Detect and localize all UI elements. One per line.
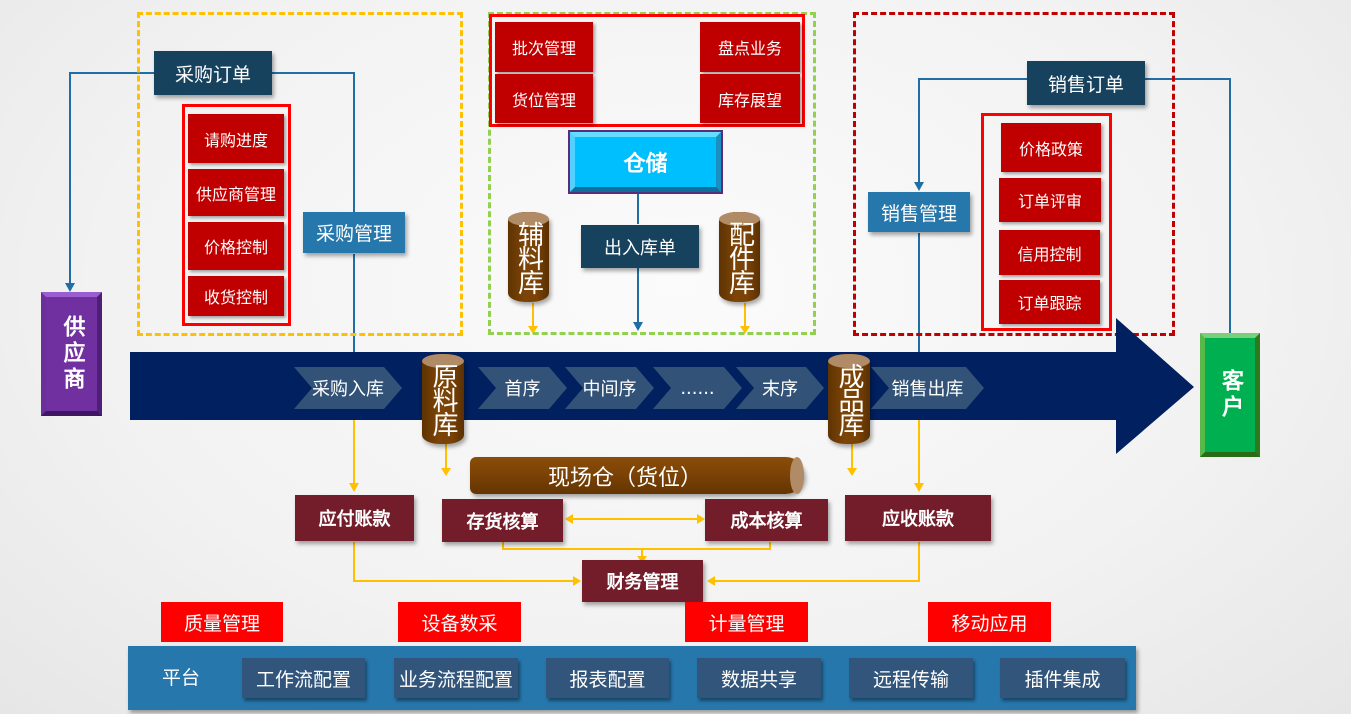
storage-item-inventory-outlook[interactable]: 库存展望 [700, 74, 800, 123]
platform-label: 平台 [162, 667, 201, 689]
equipment-data-button[interactable]: 设备数采 [398, 602, 521, 642]
purchase-item-requisition[interactable]: 请购进度 [188, 114, 284, 163]
aux-warehouse-label: 辅料库 [513, 221, 544, 293]
sales-item-order-review[interactable]: 订单评审 [999, 178, 1101, 222]
storage-item-batch-mgmt[interactable]: 批次管理 [495, 22, 593, 72]
sales-order-box[interactable]: 销售订单 [1027, 61, 1145, 105]
parts-warehouse-label: 配件库 [724, 221, 755, 293]
purchase-item-receiving-control[interactable]: 收货控制 [188, 276, 284, 316]
accounts-payable-box[interactable]: 应付账款 [295, 495, 414, 541]
platform-item-remote-transfer[interactable]: 远程传输 [849, 658, 973, 698]
purchase-order-box[interactable]: 采购订单 [154, 51, 272, 95]
accounts-receivable-box[interactable]: 应收账款 [845, 495, 991, 541]
storage-group-border [488, 12, 816, 335]
finished-warehouse-label: 成品库 [834, 363, 864, 435]
arrow-to-supplier [65, 283, 75, 292]
sales-group-border [853, 12, 1175, 336]
io-order-box[interactable]: 出入库单 [581, 225, 699, 268]
purchase-management-box[interactable]: 采购管理 [303, 212, 405, 253]
storage-item-location-mgmt[interactable]: 货位管理 [495, 74, 593, 123]
storage-items-group: 批次管理 货位管理 盘点业务 库存展望 [489, 14, 805, 127]
purchase-item-price-control[interactable]: 价格控制 [188, 222, 284, 270]
sales-items-group: 价格政策 订单评审 信用控制 订单跟踪 [981, 113, 1112, 331]
finished-warehouse-cylinder[interactable]: 成品库 [828, 354, 870, 444]
storage-item-stocktaking[interactable]: 盘点业务 [700, 22, 800, 72]
customer-label: 客户 [1218, 369, 1243, 421]
cost-accounting-box[interactable]: 成本核算 [705, 499, 828, 541]
platform-item-data-sharing[interactable]: 数据共享 [697, 658, 821, 698]
customer-node[interactable]: 客户 [1200, 333, 1260, 457]
platform-item-workflow-config[interactable]: 工作流配置 [242, 658, 365, 698]
parts-warehouse-cylinder[interactable]: 配件库 [719, 212, 760, 302]
finance-management-box[interactable]: 财务管理 [582, 560, 703, 602]
flow-step-sales-outbound[interactable]: 销售出库 [871, 367, 984, 409]
site-warehouse-cap [790, 457, 804, 494]
quality-management-button[interactable]: 质量管理 [161, 602, 283, 642]
sales-item-credit-control[interactable]: 信用控制 [999, 230, 1100, 275]
production-flow-arrow [130, 318, 1194, 454]
site-warehouse-cylinder[interactable]: 现场仓（货位） [470, 457, 804, 494]
flow-step-purchase-inbound[interactable]: 采购入库 [294, 367, 402, 409]
sales-item-order-tracking[interactable]: 订单跟踪 [999, 280, 1100, 324]
raw-warehouse-label: 原料库 [428, 363, 458, 435]
flow-step-last-process[interactable]: 末序 [736, 367, 824, 409]
storage-node[interactable]: 仓储 [568, 130, 723, 194]
purchase-group-border [137, 12, 463, 336]
metering-management-button[interactable]: 计量管理 [685, 602, 808, 642]
platform-item-business-process-config[interactable]: 业务流程配置 [394, 658, 518, 698]
raw-warehouse-cylinder[interactable]: 原料库 [422, 354, 464, 444]
supplier-node[interactable]: 供应商 [41, 292, 102, 416]
purchase-items-group: 请购进度 供应商管理 价格控制 收货控制 [182, 104, 291, 326]
sales-management-box[interactable]: 销售管理 [868, 192, 970, 232]
mobile-app-button[interactable]: 移动应用 [928, 602, 1051, 642]
platform-item-report-config[interactable]: 报表配置 [546, 658, 669, 698]
site-warehouse-label: 现场仓（货位） [547, 465, 702, 491]
aux-warehouse-cylinder[interactable]: 辅料库 [508, 212, 549, 302]
inventory-accounting-box[interactable]: 存货核算 [442, 499, 563, 542]
platform-bar: 平台 工作流配置 业务流程配置 报表配置 数据共享 远程传输 插件集成 [128, 646, 1136, 710]
purchase-item-supplier-mgmt[interactable]: 供应商管理 [188, 169, 284, 216]
flow-step-first-process[interactable]: 首序 [478, 367, 567, 409]
supplier-label: 供应商 [59, 315, 85, 393]
sales-item-price-policy[interactable]: 价格政策 [1001, 123, 1101, 172]
platform-item-plugin-integration[interactable]: 插件集成 [1000, 658, 1125, 698]
